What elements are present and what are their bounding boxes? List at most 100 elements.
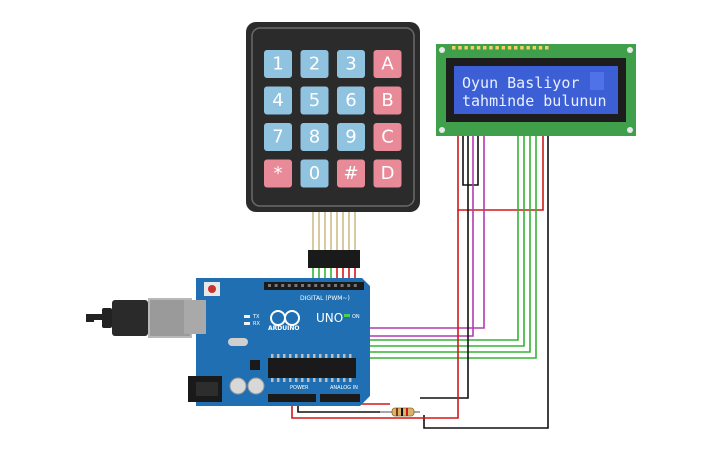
resistor[interactable] <box>380 407 420 417</box>
key-cap[interactable] <box>373 86 402 115</box>
key-6[interactable]: 6 <box>337 86 365 115</box>
key-cap[interactable] <box>300 86 329 115</box>
key-label: 5 <box>309 90 320 111</box>
lcd-pin <box>501 46 506 50</box>
chip-pin <box>325 354 328 358</box>
lcd-cursor <box>590 72 604 90</box>
lcd-pin <box>470 46 475 50</box>
digital-label: DIGITAL (PWM~) <box>300 295 350 302</box>
lcd-pin <box>526 46 530 50</box>
key-4[interactable]: 4 <box>264 86 292 115</box>
digital-pin <box>268 284 271 287</box>
key-hash[interactable]: # <box>337 159 365 188</box>
key-3[interactable]: 3 <box>337 50 365 78</box>
key-cap[interactable] <box>300 159 329 188</box>
capacitor-2 <box>247 377 265 395</box>
lcd-pin <box>532 46 537 50</box>
lcd-pin <box>514 46 518 50</box>
digital-pin <box>327 284 331 287</box>
key-cap[interactable] <box>337 159 365 188</box>
chip-pin <box>337 354 340 358</box>
chip-pin <box>295 378 298 382</box>
key-cap[interactable] <box>264 159 292 188</box>
reset-button-cap[interactable] <box>208 285 216 293</box>
arduino-logo-text: ARDUINO <box>268 325 299 332</box>
key-cap[interactable] <box>337 50 365 78</box>
arduino-uno[interactable]: DIGITAL (PWM~) ARDUINO UNO TX RX ON POWE… <box>86 278 370 406</box>
digital-pin <box>294 284 298 287</box>
lcd-line-1: Oyun Basliyor <box>462 74 579 92</box>
power-label: POWER <box>290 385 309 391</box>
chip-pin <box>313 378 316 382</box>
key-cap[interactable] <box>373 159 402 188</box>
chip-pin <box>313 354 316 358</box>
key-cap[interactable] <box>300 50 329 78</box>
key-label: 3 <box>345 54 356 75</box>
key-8[interactable]: 8 <box>300 123 329 151</box>
digital-pin <box>314 284 318 287</box>
lcd-pin <box>464 46 468 50</box>
on-label: ON <box>352 314 360 320</box>
lcd-wire-red-1 <box>457 134 544 211</box>
keypad-ribbon-wires <box>312 210 356 268</box>
usb-jack <box>184 300 206 334</box>
key-label: 8 <box>309 127 320 148</box>
chip-pin <box>271 378 274 382</box>
key-5[interactable]: 5 <box>300 86 329 115</box>
key-cap[interactable] <box>264 123 292 151</box>
lcd-wire-black-2 <box>420 134 469 399</box>
key-0[interactable]: 0 <box>300 159 329 188</box>
lcd-mount-hole <box>439 47 445 53</box>
key-cap[interactable] <box>373 123 402 151</box>
digital-pin <box>287 284 291 287</box>
key-label: B <box>381 90 393 111</box>
digital-pin <box>301 284 304 287</box>
key-star[interactable]: * <box>264 159 292 188</box>
chip-pin <box>349 378 352 382</box>
digital-pin <box>334 284 337 287</box>
key-a[interactable]: A <box>373 50 402 78</box>
lcd-module[interactable]: Oyun Basliyor tahminde bulunun <box>436 44 636 136</box>
analog-header <box>320 394 360 402</box>
chip-pin <box>277 378 280 382</box>
key-cap[interactable] <box>300 123 329 151</box>
power-header <box>268 394 316 402</box>
chip-pin <box>325 378 328 382</box>
key-cap[interactable] <box>337 86 365 115</box>
key-cap[interactable] <box>373 50 402 78</box>
key-9[interactable]: 9 <box>337 123 365 151</box>
chip-pin <box>331 354 334 358</box>
digital-header <box>264 282 364 290</box>
key-label: D <box>381 163 395 184</box>
model-label: UNO <box>316 311 343 325</box>
key-2[interactable]: 2 <box>300 50 329 78</box>
key-cap[interactable] <box>264 86 292 115</box>
analog-label: ANALOG IN <box>330 385 358 391</box>
arduino-logo: ARDUINO <box>268 310 300 332</box>
lcd-pin <box>495 46 499 50</box>
chip-pin <box>295 354 298 358</box>
chip-pin <box>271 354 274 358</box>
key-label: 2 <box>309 54 320 75</box>
key-cap[interactable] <box>337 123 365 151</box>
digital-pin <box>340 284 344 287</box>
lcd-wire-black-3 <box>423 134 549 429</box>
usb-cable[interactable] <box>86 298 192 338</box>
key-label: A <box>381 54 394 75</box>
chip-pin <box>349 354 352 358</box>
chip-pin <box>307 354 310 358</box>
key-d[interactable]: D <box>373 159 402 188</box>
key-c[interactable]: C <box>373 123 402 151</box>
key-label: 7 <box>272 127 283 148</box>
key-1[interactable]: 1 <box>264 50 292 78</box>
lcd-mount-hole <box>627 47 633 53</box>
key-b[interactable]: B <box>373 86 402 115</box>
chip-pin <box>283 378 286 382</box>
key-7[interactable]: 7 <box>264 123 292 151</box>
key-label: 1 <box>272 54 283 75</box>
chip-pin <box>337 378 340 382</box>
chip-pin <box>343 354 346 358</box>
key-cap[interactable] <box>264 50 292 78</box>
